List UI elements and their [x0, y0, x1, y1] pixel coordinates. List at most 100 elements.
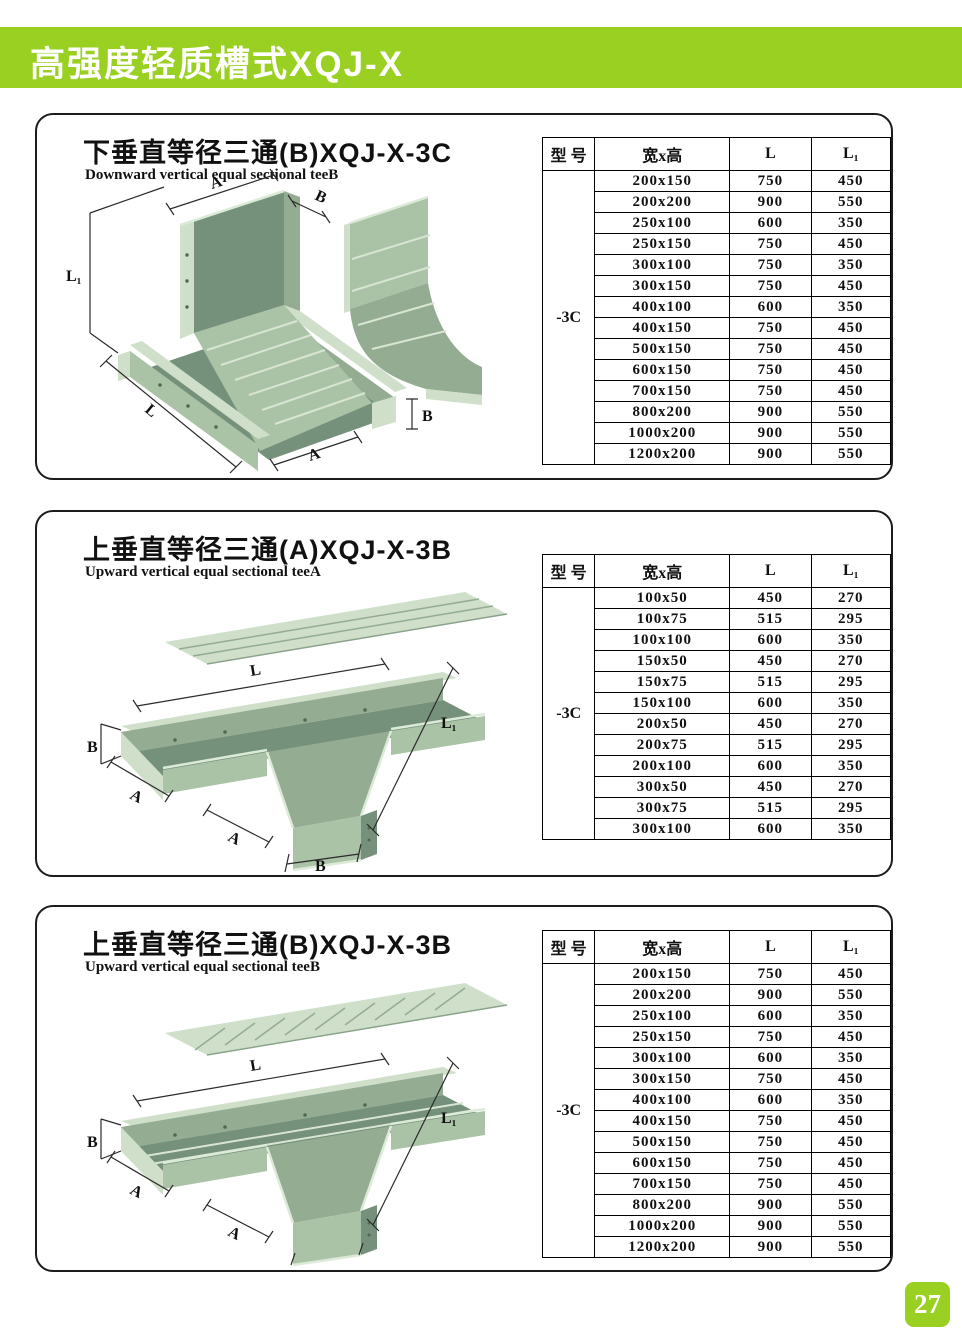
l-cell: 750 [729, 1131, 812, 1153]
l-cell: 750 [729, 380, 812, 402]
l-cell: 750 [729, 1110, 812, 1132]
l-cell: 900 [729, 191, 812, 213]
size-cell: 150x75 [594, 671, 731, 693]
size-cell: 600x150 [594, 359, 731, 381]
spec-header-row: 型 号 宽x高 L L₁ [541, 137, 892, 171]
size-cell: 250x150 [594, 1026, 731, 1048]
l1-cell: 350 [810, 755, 891, 777]
spec-table-head: 型 号 宽x高 L L₁ [541, 137, 892, 171]
riser-channel-3d-render [179, 189, 300, 339]
l-cell: 750 [729, 1068, 812, 1090]
tee-tray-3d-render [121, 1067, 486, 1267]
size-cell: 1000x200 [594, 422, 731, 444]
l1-cell: 450 [810, 1131, 892, 1153]
l1-cell: 450 [810, 963, 892, 985]
l-cell: 600 [729, 818, 812, 840]
size-cell: 300x75 [594, 797, 731, 819]
header-size: 宽x高 [594, 554, 731, 588]
l1-cell: 450 [810, 317, 892, 339]
dim-label-a-top: A [208, 173, 225, 193]
l1-cell: 450 [810, 380, 892, 402]
size-cell: 300x100 [594, 818, 731, 840]
dimension-lines: L L₁ B A A B [87, 657, 460, 872]
l-cell: 900 [729, 422, 812, 444]
size-cell: 300x150 [594, 1068, 731, 1090]
size-cell: 100x100 [594, 629, 731, 651]
l1-cell: 270 [810, 776, 891, 798]
section-title: 下垂直等径三通(B)XQJ-X-3C [83, 138, 453, 168]
size-cell: 500x150 [594, 1131, 731, 1153]
dim-label-a-left: A [127, 1182, 146, 1203]
size-cell: 400x100 [594, 1089, 731, 1111]
dim-label-l1: L₁ [66, 268, 82, 285]
size-cell: 700x150 [594, 380, 731, 402]
l1-cell: 450 [810, 1173, 892, 1195]
dim-label-l1: L₁ [441, 1110, 457, 1127]
size-cell: 200x50 [594, 713, 731, 735]
page-number: 27 [914, 1289, 941, 1319]
section-title: 上垂直等径三通(A)XQJ-X-3B [83, 535, 453, 565]
l1-cell: 550 [810, 1194, 892, 1216]
l-cell: 600 [729, 1005, 812, 1027]
size-cell: 200x75 [594, 734, 731, 756]
section-title: 上垂直等径三通(B)XQJ-X-3B [83, 930, 453, 960]
l-cell: 900 [729, 401, 812, 423]
ribbed-cover-3d-render [165, 983, 508, 1056]
model-cell: -3C [541, 170, 596, 465]
size-cell: 500x150 [594, 338, 731, 360]
size-cell: 400x100 [594, 296, 731, 318]
l-cell: 600 [729, 692, 812, 714]
dim-label-b-left: B [87, 1134, 98, 1151]
l1-cell: 550 [810, 984, 892, 1006]
header-l: L [729, 554, 812, 588]
header-l: L [729, 137, 812, 171]
l-cell: 515 [729, 608, 812, 630]
dim-label-b-right: B [422, 408, 433, 425]
l1-cell: 350 [810, 629, 891, 651]
size-cell: 150x100 [594, 692, 731, 714]
header-l: L [729, 930, 812, 964]
l-cell: 900 [729, 1194, 812, 1216]
l-cell: 750 [729, 275, 812, 297]
section-subtitle: Downward vertical equal sectional teeB [85, 167, 339, 183]
l1-cell: 295 [810, 797, 891, 819]
l-cell: 600 [729, 1089, 812, 1111]
l-cell: 750 [729, 233, 812, 255]
l-cell: 900 [729, 1215, 812, 1237]
tee-tray-3d-render [121, 672, 486, 872]
size-cell: 250x100 [594, 212, 731, 234]
size-cell: 600x150 [594, 1152, 731, 1174]
size-cell: 200x150 [594, 963, 731, 985]
l-cell: 600 [729, 755, 812, 777]
size-cell: 200x150 [594, 170, 731, 192]
l1-cell: 350 [810, 1047, 892, 1069]
l1-cell: 450 [810, 170, 892, 192]
size-cell: 300x50 [594, 776, 731, 798]
l1-cell: 295 [810, 671, 891, 693]
l-cell: 600 [729, 1047, 812, 1069]
dim-label-l: L [141, 401, 160, 421]
l-cell: 450 [729, 713, 812, 735]
l1-cell: 450 [810, 233, 892, 255]
dim-label-a-bottom: A [225, 1223, 243, 1244]
